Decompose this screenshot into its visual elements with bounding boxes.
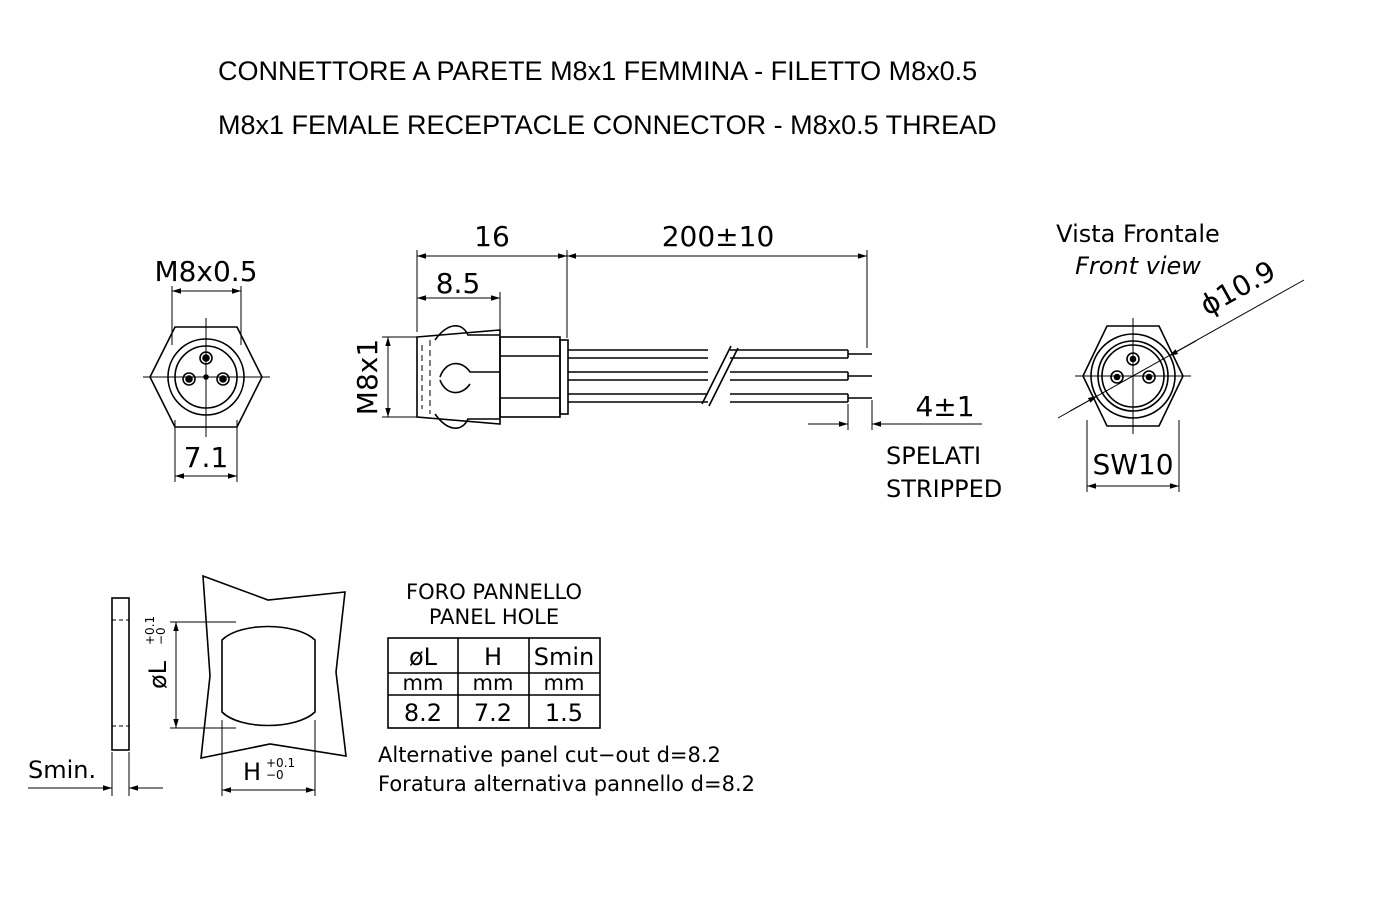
panel-flat-dim: H <box>243 758 261 786</box>
table-value-thickness: 1.5 <box>545 699 583 727</box>
m8x1-label: M8x1 <box>351 339 384 415</box>
coupling-body <box>416 329 501 425</box>
table-header-flat: H <box>484 643 502 671</box>
rear-stub <box>559 339 569 415</box>
table-unit-3: mm <box>544 671 585 695</box>
table-title-it: FORO PANNELLO <box>406 580 582 604</box>
strip-length-label: 4±1 <box>915 390 974 423</box>
table-header-diameter: øL <box>409 643 438 671</box>
panel-diameter-tol-minus: −0 <box>154 627 168 645</box>
front-view <box>1057 279 1305 492</box>
partial-length-label: 8.5 <box>436 267 481 300</box>
table-frame <box>387 637 601 729</box>
strip-label-en: STRIPPED <box>886 475 1002 503</box>
table-header-thickness: Smin <box>534 643 595 671</box>
cable-length-label: 200±10 <box>662 220 775 253</box>
wrench-label: SW10 <box>1092 448 1173 481</box>
left-end-view <box>143 286 270 482</box>
width-label: 7.1 <box>184 441 229 474</box>
front-view-title-it: Vista Frontale <box>1056 220 1220 248</box>
table-title-en: PANEL HOLE <box>429 605 559 629</box>
panel-diameter-tol-plus: +0.1 <box>143 616 157 645</box>
note-alternative-en: Alternative panel cut−out d=8.2 <box>378 743 721 767</box>
front-view-title-en: Front view <box>1075 252 1201 280</box>
title-italian: CONNETTORE A PARETE M8x1 FEMMINA - FILET… <box>218 56 978 86</box>
panel-plate-edge <box>111 597 130 751</box>
panel-thickness-label: Smin. <box>28 756 96 784</box>
table-unit-2: mm <box>473 671 514 695</box>
strip-label-it: SPELATI <box>886 442 981 470</box>
table-value-flat: 7.2 <box>474 699 512 727</box>
panel-diameter-dim: øL <box>144 660 172 689</box>
panel-section <box>28 574 347 796</box>
pin-2 <box>182 372 196 386</box>
diameter-label: ϕ10.9 <box>1194 254 1281 322</box>
table-value-diameter: 8.2 <box>404 699 442 727</box>
pin-3 <box>216 372 230 386</box>
note-alternative-it: Foratura alternativa pannello d=8.2 <box>378 772 755 796</box>
table-unit-1: mm <box>403 671 444 695</box>
title-english: M8x1 FEMALE RECEPTACLE CONNECTOR - M8x0.… <box>218 110 997 140</box>
break-mark-1 <box>701 345 732 405</box>
panel-outline <box>200 574 347 760</box>
front-pin-2 <box>1110 370 1124 384</box>
panel-cutout <box>221 625 316 727</box>
panel-flat-tol-minus: −0 <box>266 768 284 782</box>
length-label: 16 <box>474 220 510 253</box>
thread-label: M8x0.5 <box>154 255 257 288</box>
panel-flat-tol-plus: +0.1 <box>266 756 295 770</box>
front-pin-3 <box>1142 370 1156 384</box>
side-view <box>382 250 982 430</box>
hex-body <box>499 336 561 418</box>
panel-hole-table <box>387 637 601 729</box>
break-mark-2 <box>708 347 739 407</box>
